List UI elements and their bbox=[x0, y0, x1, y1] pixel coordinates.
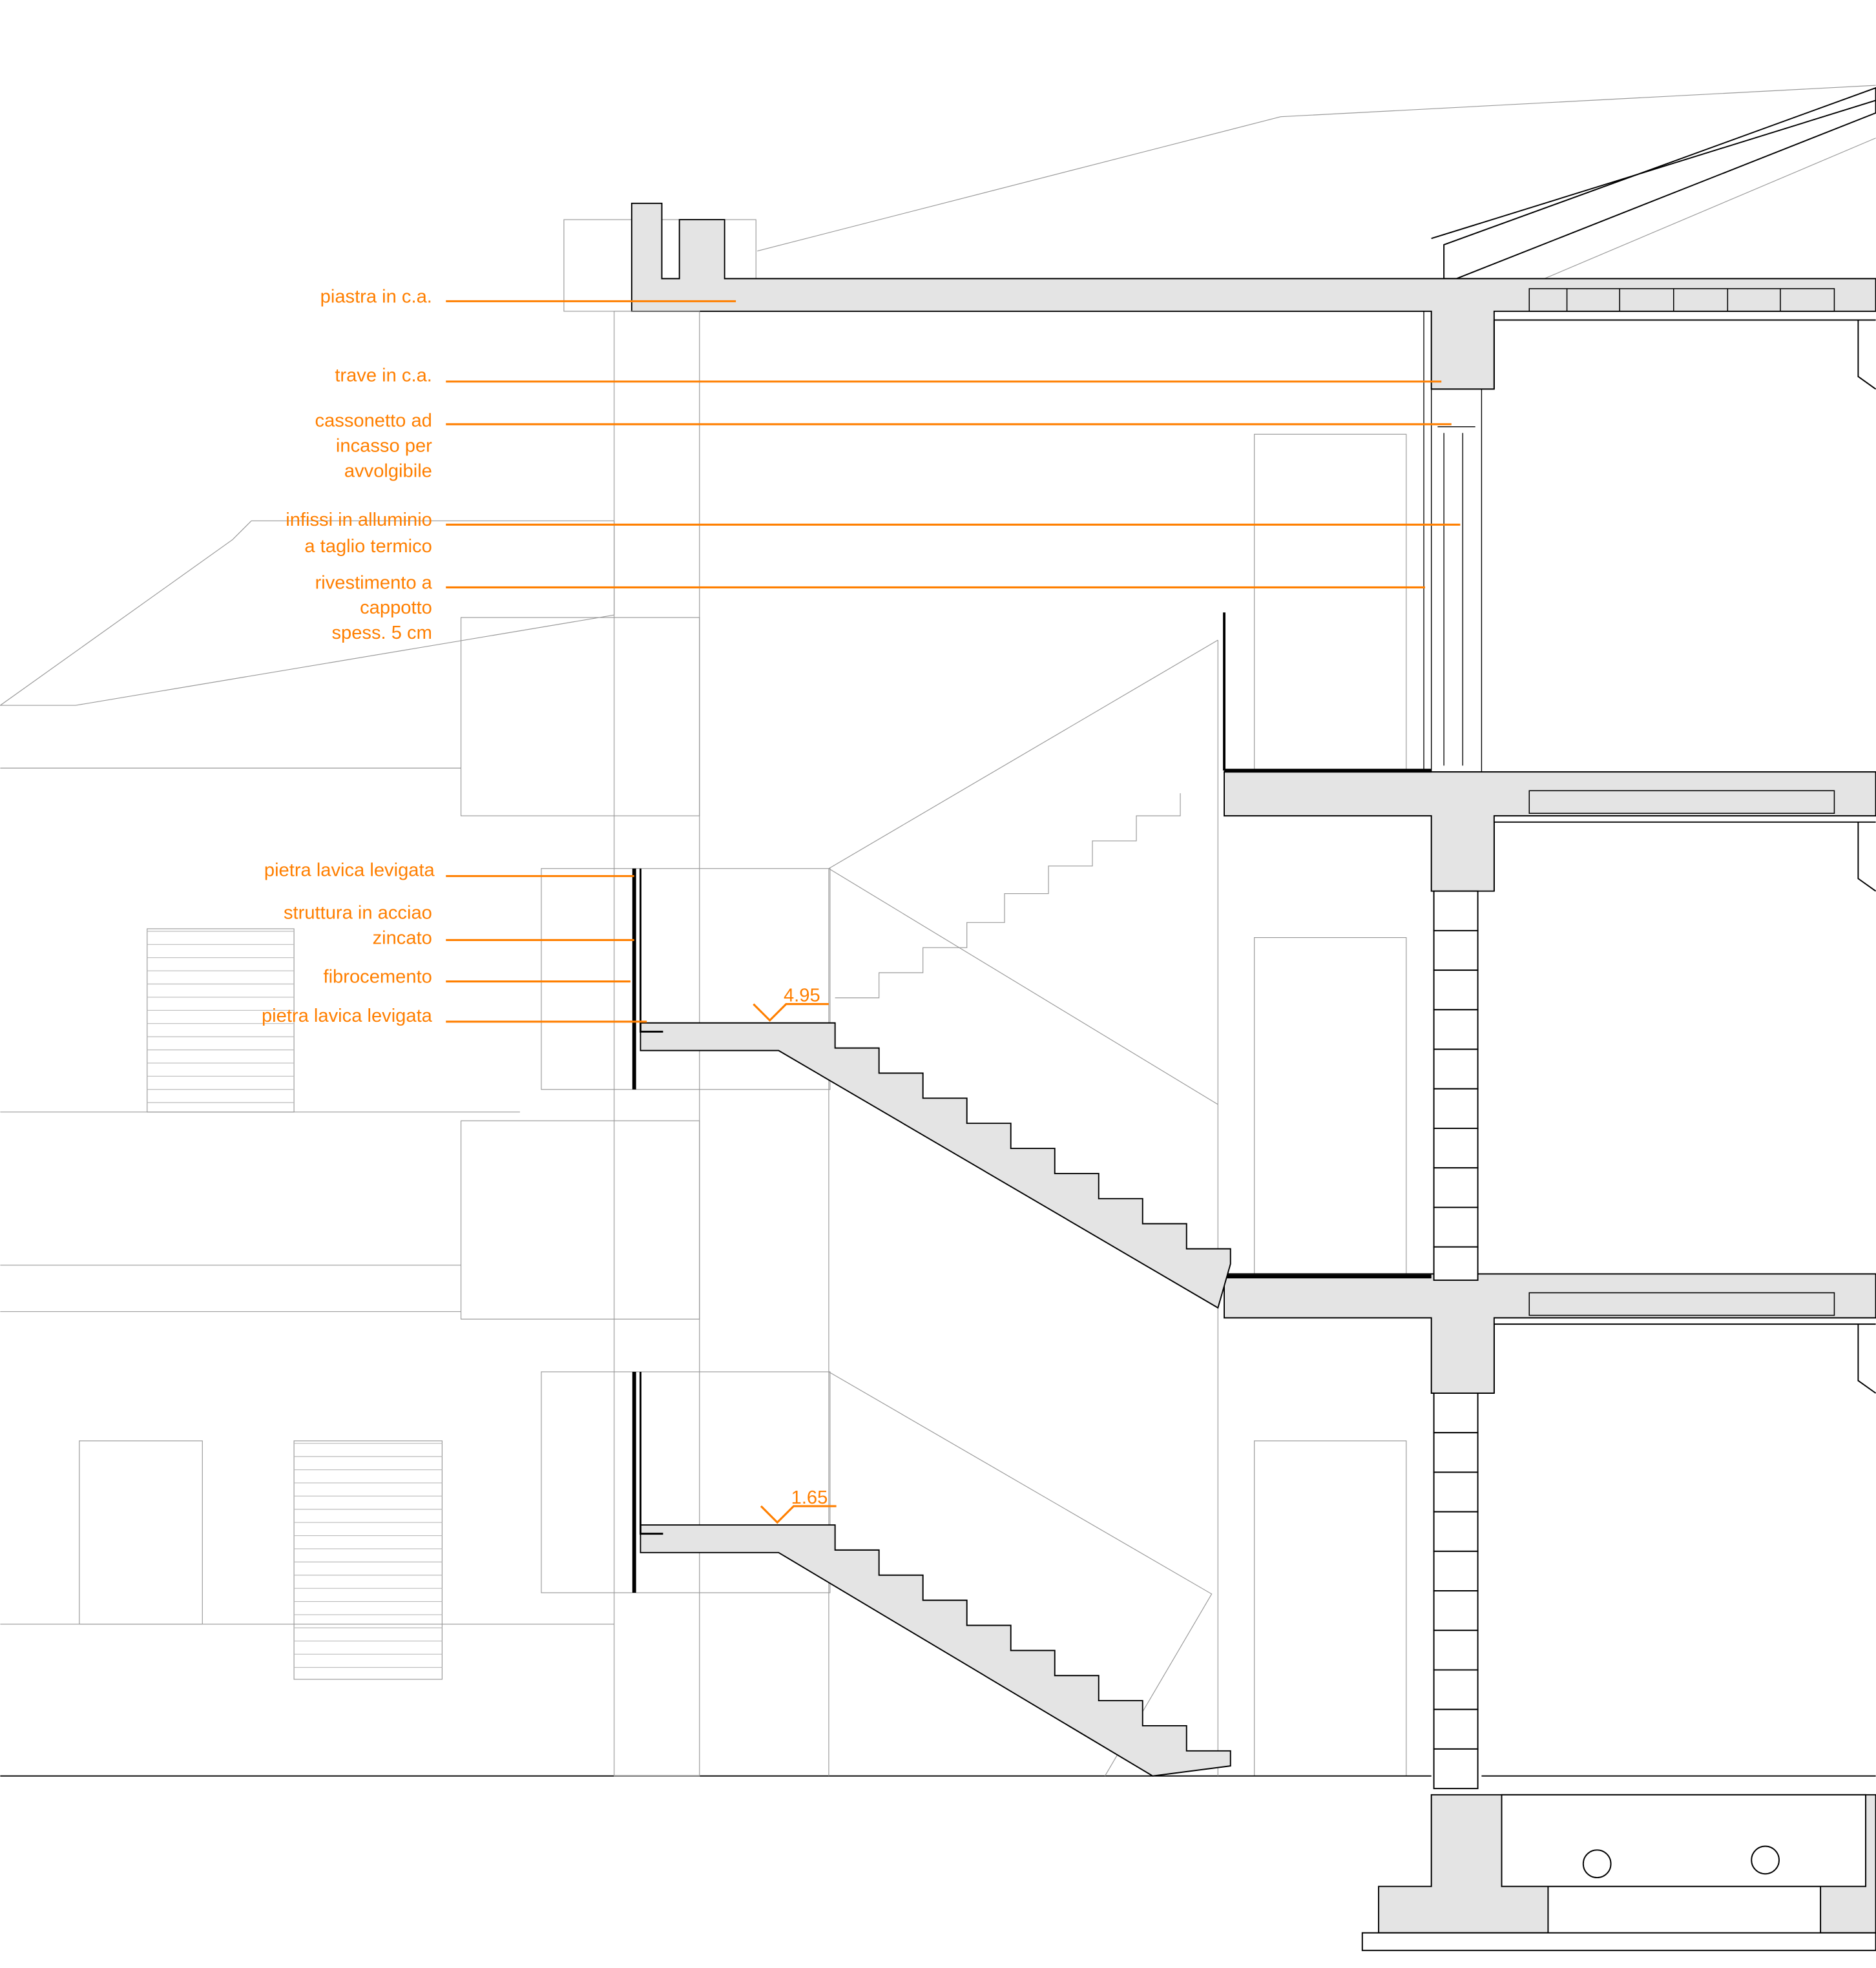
level-value: 1.65 bbox=[791, 1487, 828, 1508]
brick bbox=[1433, 1167, 1479, 1208]
label-trave: trave in c.a. bbox=[335, 366, 1442, 386]
brick-wall bbox=[1433, 890, 1479, 1790]
svg-text:a taglio termico: a taglio termico bbox=[304, 536, 432, 557]
brick bbox=[1433, 1048, 1479, 1090]
svg-text:avvolgibile: avvolgibile bbox=[344, 461, 432, 481]
svg-text:rivestimento a: rivestimento a bbox=[315, 572, 433, 593]
brick bbox=[1433, 1511, 1479, 1552]
svg-text:pietra lavica levigata: pietra lavica levigata bbox=[262, 1006, 433, 1026]
label-piastra: piastra in c.a. bbox=[320, 286, 736, 307]
label-cappotto: rivestimento a cappotto spess. 5 cm bbox=[315, 572, 1425, 643]
label-fibrocemento: fibrocemento bbox=[323, 967, 631, 988]
brick bbox=[1433, 1088, 1479, 1129]
svg-text:spess. 5 cm: spess. 5 cm bbox=[331, 623, 432, 643]
level-value: 4.95 bbox=[784, 986, 820, 1006]
label-pietra-lavica-1: pietra lavica levigata bbox=[264, 860, 634, 880]
svg-text:cappotto: cappotto bbox=[360, 597, 432, 618]
roof-outline bbox=[757, 85, 1876, 280]
brick bbox=[1433, 1009, 1479, 1050]
brick bbox=[1433, 1471, 1479, 1513]
svg-text:pietra lavica levigata: pietra lavica levigata bbox=[264, 860, 435, 880]
brick bbox=[1433, 1432, 1479, 1473]
background-buildings bbox=[0, 311, 1218, 1777]
svg-text:cassonetto ad: cassonetto ad bbox=[315, 411, 432, 431]
label-cassonetto: cassonetto ad incasso per avvolgibile bbox=[315, 411, 1452, 481]
roof-slab bbox=[563, 202, 1876, 390]
svg-text:trave in c.a.: trave in c.a. bbox=[335, 366, 432, 386]
brick bbox=[1433, 1128, 1479, 1169]
level-marker-165: 1.65 bbox=[760, 1487, 837, 1524]
svg-text:incasso per: incasso per bbox=[336, 436, 432, 457]
louver-shutters bbox=[147, 931, 443, 1668]
rooms bbox=[1254, 319, 1876, 1777]
svg-text:struttura in acciao: struttura in acciao bbox=[284, 902, 432, 923]
brick bbox=[1433, 929, 1479, 971]
label-pietra-lavica-2: pietra lavica levigata bbox=[262, 1006, 647, 1026]
brick bbox=[1433, 890, 1479, 931]
annotation-labels: piastra in c.a. trave in c.a. cassonetto… bbox=[262, 286, 1461, 1026]
brick bbox=[1433, 1748, 1479, 1790]
brick bbox=[1433, 1708, 1479, 1750]
brick bbox=[1433, 1669, 1479, 1710]
stair-lower bbox=[632, 1371, 1231, 1777]
brick bbox=[1433, 1246, 1479, 1281]
floor-slabs bbox=[1223, 612, 1876, 1394]
brick bbox=[1433, 969, 1479, 1011]
svg-text:piastra in c.a.: piastra in c.a. bbox=[320, 286, 432, 307]
brick bbox=[1433, 1393, 1479, 1434]
label-struttura-acciaio: struttura in acciao zincato bbox=[284, 902, 634, 948]
brick bbox=[1433, 1207, 1479, 1248]
brick bbox=[1433, 1630, 1479, 1671]
brick bbox=[1433, 1590, 1479, 1631]
label-infissi: infissi in alluminio a taglio termico bbox=[286, 510, 1461, 557]
svg-text:zincato: zincato bbox=[373, 927, 432, 948]
stair-upper bbox=[632, 868, 1231, 1309]
level-marker-495: 4.95 bbox=[753, 986, 829, 1022]
svg-text:fibrocemento: fibrocemento bbox=[323, 967, 432, 988]
foundation bbox=[0, 1775, 1876, 1951]
svg-text:infissi in alluminio: infissi in alluminio bbox=[286, 510, 432, 530]
brick bbox=[1433, 1550, 1479, 1592]
